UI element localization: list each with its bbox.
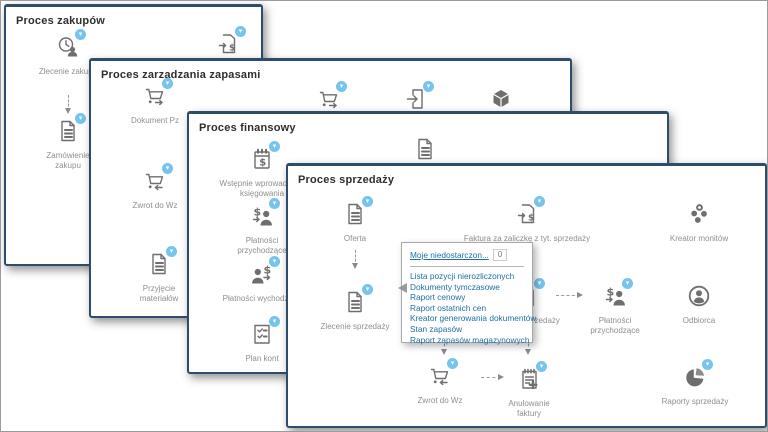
item-wydanie-wz[interactable]: ▾ xyxy=(297,81,361,116)
item-anulowanie-faktury[interactable]: ▾ Anulowanie faktury xyxy=(497,361,561,419)
item-label: Płatności wychodzące xyxy=(222,294,302,303)
item-platnosci-wychodzace[interactable]: ▾ Płatności wychodzące xyxy=(222,256,302,304)
menu-item-kreator-generowania[interactable]: Kreator generowania dokumentów xyxy=(410,313,537,324)
menu-count: 0 xyxy=(492,249,508,261)
expand-badge-icon[interactable]: ▾ xyxy=(447,358,458,369)
item-label: Raporty sprzedaży xyxy=(661,397,729,406)
menu-item-raport-zapasow[interactable]: Raport zapasów magazynowych xyxy=(410,334,530,345)
expand-badge-icon[interactable]: ▾ xyxy=(423,81,434,92)
flow-arrow-down xyxy=(525,338,531,355)
item-platnosci-przychodzace[interactable]: ▾ Płatności przychodzące xyxy=(222,198,302,256)
menu-item-raport-cenowy[interactable]: Raport cenowy xyxy=(410,292,466,303)
dots-cluster-icon xyxy=(687,202,711,226)
expand-badge-icon[interactable]: ▾ xyxy=(362,196,373,207)
item-label: Płatności przychodzące xyxy=(237,236,287,255)
expand-badge-icon[interactable]: ▾ xyxy=(269,316,280,327)
expand-badge-icon[interactable]: ▾ xyxy=(534,278,545,289)
item-faktura-za-zaliczke[interactable]: ▾ Faktura za zaliczkę z tyt. sprzedaży xyxy=(452,196,602,244)
expand-badge-icon[interactable]: ▾ xyxy=(534,196,545,207)
item-label: Zwrot do Wz xyxy=(132,201,178,210)
flow-arrow-down xyxy=(352,250,358,269)
menu-separator xyxy=(410,266,524,267)
item-label: Oferta xyxy=(343,234,367,243)
item-zwrot-do-wz[interactable]: ▾ Zwrot do Wz xyxy=(123,163,187,211)
menu-header: Moje niedostarczon... 0 xyxy=(410,249,524,261)
flow-arrow-right xyxy=(556,292,583,298)
expand-badge-icon[interactable]: ▾ xyxy=(269,141,280,152)
item-platnosci-przychodzace[interactable]: ▾ Płatności przychodzące xyxy=(575,278,655,336)
menu-item-raport-ostatnich-cen[interactable]: Raport ostatnich cen xyxy=(410,302,487,313)
expand-badge-icon[interactable]: ▾ xyxy=(75,29,86,40)
window-title: Proces zakupów xyxy=(16,15,105,27)
expand-badge-icon[interactable]: ▾ xyxy=(536,361,547,372)
flow-arrow-down xyxy=(441,338,447,355)
item-zwrot-do-wz[interactable]: ▾ Zwrot do Wz xyxy=(400,358,480,406)
item-zamowienie-zakupu[interactable]: ▾ Zamówienie zakupu xyxy=(36,113,100,171)
item-przyjecie-materialow[interactable]: ▾ Przyjęcie materiałów xyxy=(127,246,191,304)
item-dokument-pz[interactable]: ▾ Dokument Pz xyxy=(123,78,187,126)
item-label: Zwrot do Wz xyxy=(417,396,463,405)
item-label: Zlecenie sprzedaży xyxy=(320,322,390,331)
expand-badge-icon[interactable]: ▾ xyxy=(362,284,373,295)
person-circle-icon xyxy=(687,284,711,308)
window-title: Proces finansowy xyxy=(199,122,296,134)
window-title: Proces sprzedaży xyxy=(298,174,395,186)
expand-badge-icon[interactable]: ▾ xyxy=(269,198,280,209)
flow-arrow-down xyxy=(65,95,71,114)
item-raporty-sprzedazy[interactable]: ▾ Raporty sprzedaży xyxy=(650,359,740,407)
item-kreator-monitow[interactable]: Kreator monitów xyxy=(667,202,731,244)
item-wstepnie-wprowadzone-ksiegowania[interactable]: ▾ Wstępnie wprowadzone księgowania xyxy=(207,141,317,199)
menu-item-stan-zapasow[interactable]: Stan zapasów xyxy=(410,323,463,334)
item-oferta[interactable]: ▾ Oferta xyxy=(323,196,387,244)
expand-badge-icon[interactable]: ▾ xyxy=(75,113,86,124)
item-dokument-eksport[interactable]: ▾ xyxy=(384,81,448,116)
item-label: Płatności przychodzące xyxy=(590,316,640,335)
item-zlecenie-sprzedazy[interactable]: ▾ Zlecenie sprzedaży xyxy=(313,284,397,332)
item-label: Plan kont xyxy=(245,354,279,363)
menu-header-link[interactable]: Moje niedostarczon... xyxy=(410,250,489,260)
window-title: Proces zarządzania zapasami xyxy=(101,69,261,81)
item-label: Zlecenie zakupu xyxy=(38,67,98,76)
expand-badge-icon[interactable]: ▾ xyxy=(162,163,173,174)
item-plan-kont[interactable]: ▾ Plan kont xyxy=(230,316,294,364)
expand-badge-icon[interactable]: ▾ xyxy=(702,359,713,370)
flow-arrow-right xyxy=(481,374,504,380)
document-icon xyxy=(413,137,437,161)
item-label: Faktura za zaliczkę z tyt. sprzedaży xyxy=(463,234,591,243)
expand-badge-icon[interactable]: ▾ xyxy=(235,26,246,37)
item-label: Anulowanie faktury xyxy=(508,399,550,418)
item-label: Dokument Pz xyxy=(130,116,180,125)
expand-badge-icon[interactable]: ▾ xyxy=(162,78,173,89)
item-zlecenie-zakupu[interactable]: ▾ Zlecenie zakupu xyxy=(36,29,100,77)
item-label: Odbiorca xyxy=(682,316,716,325)
item-odbiorca[interactable]: Odbiorca xyxy=(667,284,731,326)
menu-pointer-icon xyxy=(393,283,407,293)
expand-badge-icon[interactable]: ▾ xyxy=(269,256,280,267)
item-label: Przyjęcie materiałów xyxy=(139,284,179,303)
item-label: Kreator monitów xyxy=(669,234,729,243)
item-dokument-finansowy[interactable] xyxy=(393,137,457,166)
menu-item-dokumenty-tymczasowe[interactable]: Dokumenty tymczasowe xyxy=(410,281,500,292)
expand-badge-icon[interactable]: ▾ xyxy=(622,278,633,289)
expand-badge-icon[interactable]: ▾ xyxy=(336,81,347,92)
menu-item-lista-pozycji[interactable]: Lista pozycji nierozliczonych xyxy=(410,271,515,281)
context-menu: Moje niedostarczon... 0 Lista pozycji ni… xyxy=(398,242,537,345)
window-proces-sprzedazy: Proces sprzedaży ▾ Oferta ▾ Zlecenie spr… xyxy=(286,163,767,428)
item-faktura-zakupu[interactable]: ▾ xyxy=(196,26,260,61)
item-label: Zamówienie zakupu xyxy=(46,151,90,170)
expand-badge-icon[interactable]: ▾ xyxy=(166,246,177,257)
item-label: Wstępnie wprowadzone księgowania xyxy=(219,179,305,198)
cube-icon xyxy=(489,87,513,111)
